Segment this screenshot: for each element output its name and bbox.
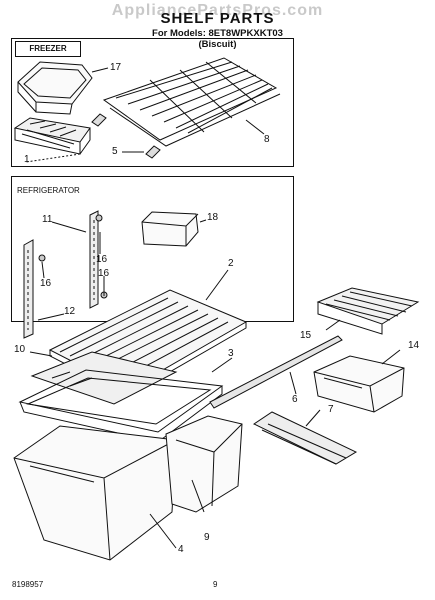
callout-16-left: 16 [40,278,52,289]
callout-1: 1 [24,154,30,165]
page-title: SHELF PARTS [160,10,275,27]
meat-keeper-drawer-part [314,356,404,412]
callout-16-upper: 16 [96,254,108,265]
cover-slide-part [210,336,342,408]
page-number: 9 [213,580,218,589]
ice-tray-part [15,118,90,154]
callout-10: 10 [14,344,26,355]
dairy-bin-part [142,212,198,246]
callout-15: 15 [300,330,312,341]
callout-7: 7 [328,404,334,415]
callout-6: 6 [292,394,298,405]
callout-3: 3 [228,348,234,359]
callout-5: 5 [112,146,118,157]
callout-9: 9 [204,532,210,543]
freezer-label: FREEZER [15,41,81,57]
callout-17: 17 [110,62,122,73]
color-line: (Biscuit) [198,39,237,50]
callout-11: 11 [42,214,53,225]
watermark: AppliancePartsPros.com [111,2,324,19]
freezer-shelf-clip-part [92,114,160,158]
screw-part [39,215,107,298]
crisper-drawer-right-part [166,416,242,512]
crisper-drawer-part [14,426,176,560]
callout-2: 2 [228,258,234,269]
leader-lines [26,68,400,548]
callout-8: 8 [264,134,270,145]
drawer-rail-part [254,412,356,464]
callout-14: 14 [408,340,420,351]
freezer-section-box [11,38,294,167]
meat-keeper-cover-part [318,288,418,334]
models-line: For Models: 8ET8WPKXKT03 [152,28,283,39]
callout-18: 18 [207,212,219,223]
callout-12: 12 [64,306,76,317]
callout-4: 4 [178,544,184,555]
refrigerator-label: REFRIGERATOR [17,186,80,195]
callout-16-middle: 16 [98,268,110,279]
freezer-wire-shelf-part [104,58,280,146]
shelf-ladder-part [24,211,98,338]
document-number: 8198957 [12,580,44,589]
ice-bucket-part [18,62,92,114]
